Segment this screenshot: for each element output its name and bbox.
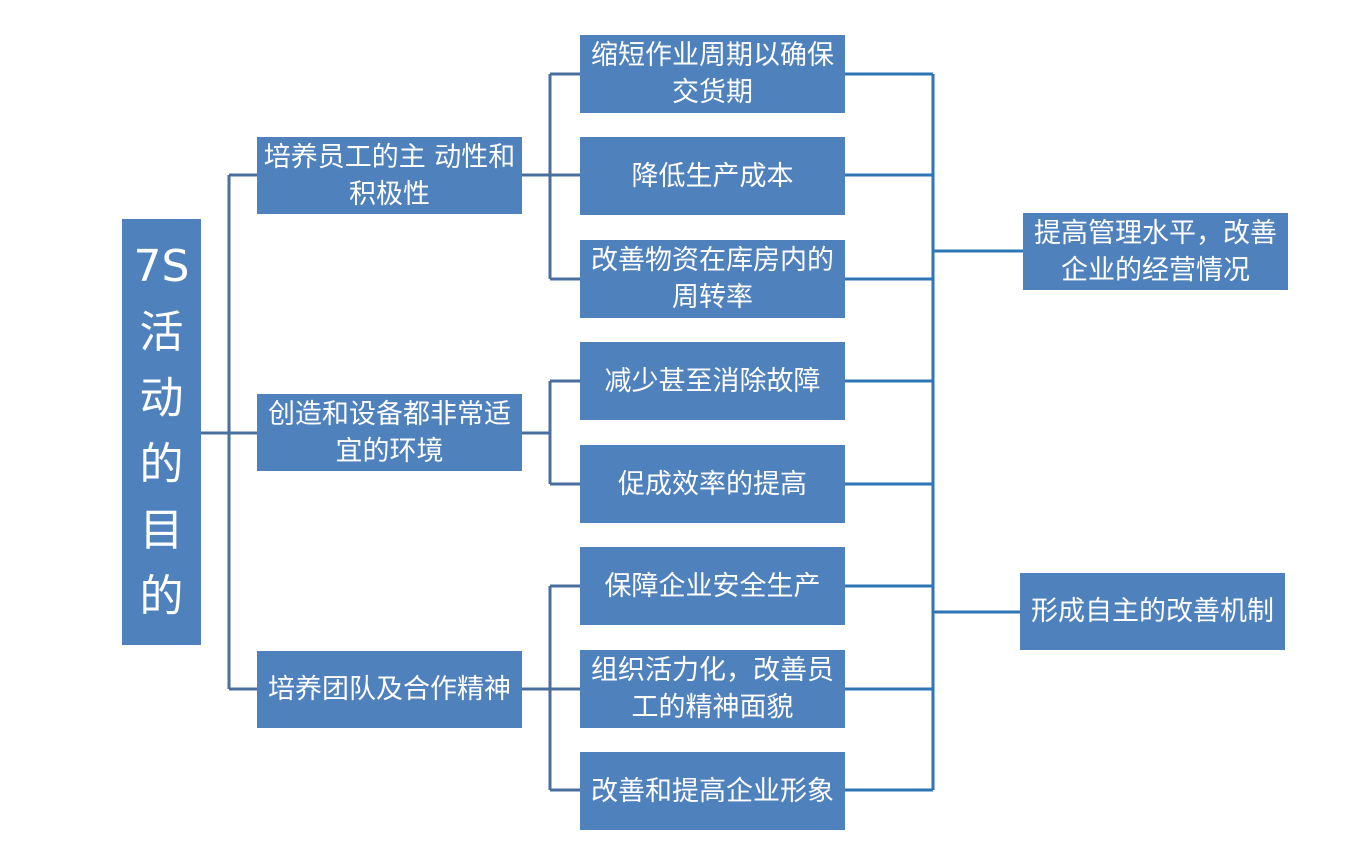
root-title-char: 活: [139, 307, 184, 358]
level2-node: 缩短作业周期以确保交货期: [580, 35, 845, 113]
outcome-node: 提高管理水平，改善企业的经营情况: [1023, 213, 1288, 290]
root-title-char: 目: [139, 505, 184, 556]
level1-node: 培养员工的主 动性和积极性: [257, 137, 522, 214]
branch-connectors: [522, 72, 580, 792]
level2-node: 改善和提高企业形象: [580, 752, 845, 830]
level2-node: 降低生产成本: [580, 137, 845, 215]
root-title-char: 的: [139, 439, 184, 490]
level1-node: 创造和设备都非常适宜的环境: [257, 394, 522, 471]
level2-node: 促成效率的提高: [580, 445, 845, 523]
level2-node: 组织活力化，改善员工的精神面貌: [580, 650, 845, 728]
level2-node: 改善物资在库房内的周转率: [580, 240, 845, 318]
root-title: 7S 活 动 的 目 的: [122, 219, 201, 645]
root-title-char: 动: [139, 373, 184, 424]
root-title-char: 7S: [133, 241, 190, 292]
outcome-connectors: [845, 72, 1023, 792]
level2-node: 减少甚至消除故障: [580, 342, 845, 420]
root-title-char: 的: [139, 571, 184, 622]
root-connectors: [201, 173, 257, 691]
level1-node: 培养团队及合作精神: [257, 651, 522, 728]
outcome-node: 形成自主的改善机制: [1020, 573, 1285, 650]
level2-node: 保障企业安全生产: [580, 547, 845, 625]
